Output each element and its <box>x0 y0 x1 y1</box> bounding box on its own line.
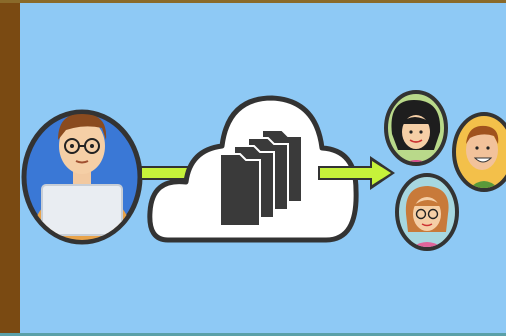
arrow-cloud-to-recipients <box>318 156 395 190</box>
man-smiling-avatar-icon <box>452 112 506 192</box>
bottom-border <box>0 333 506 336</box>
user-with-laptop-icon <box>21 109 143 245</box>
top-border <box>0 0 506 3</box>
woman-dark-hair-avatar-icon <box>384 90 448 166</box>
woman-glasses-avatar-icon <box>395 173 459 251</box>
stacked-files-icon <box>219 129 303 227</box>
